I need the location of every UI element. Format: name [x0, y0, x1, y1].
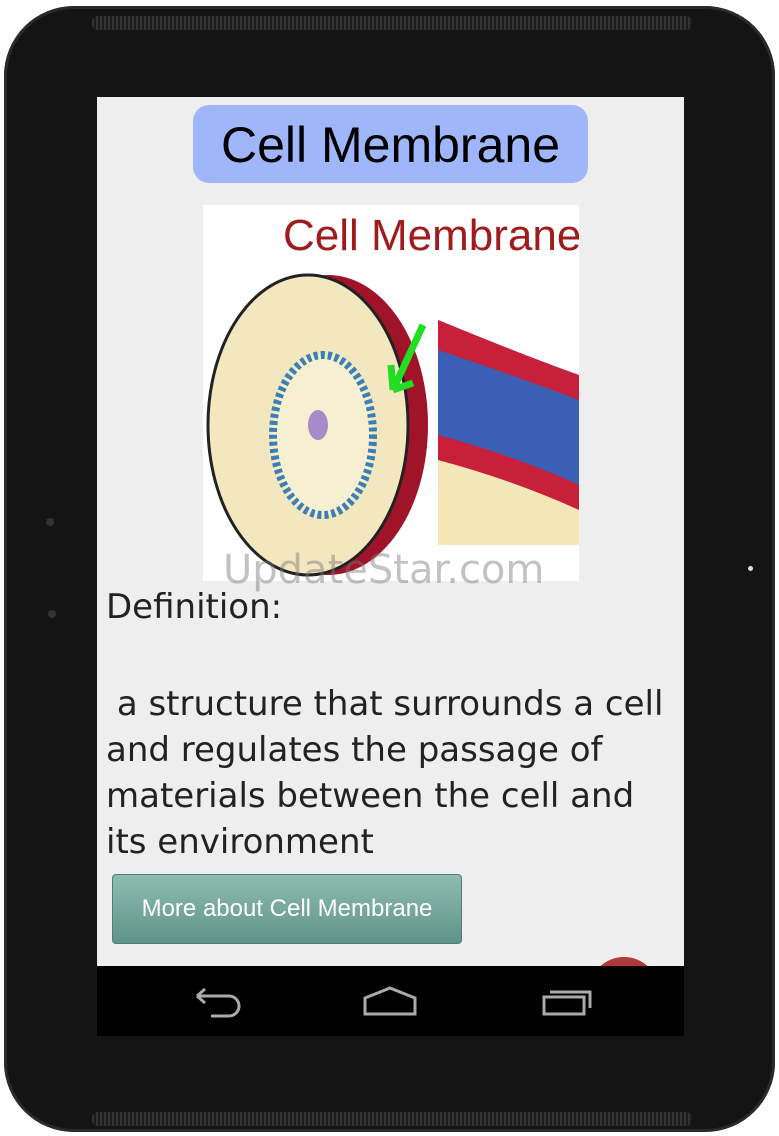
- floating-action-button[interactable]: [589, 957, 659, 966]
- speaker-grille: [92, 16, 692, 30]
- sensor-icon: [48, 610, 56, 618]
- more-about-button[interactable]: More about Cell Membrane: [112, 874, 462, 944]
- app-screen: Cell Membrane Cell Membrane UpdateStar.c…: [97, 97, 684, 966]
- back-icon[interactable]: [189, 984, 249, 1018]
- watermark: UpdateStar.com: [223, 547, 545, 593]
- cell-membrane-image: Cell Membrane: [203, 205, 581, 581]
- home-icon[interactable]: [361, 984, 421, 1018]
- image-heading: Cell Membrane: [283, 211, 579, 260]
- definition-label: Definition:: [106, 587, 283, 627]
- page-title: Cell Membrane: [193, 105, 588, 183]
- navigation-bar: [97, 966, 684, 1036]
- definition-text: a structure that surrounds a cell and re…: [106, 684, 664, 862]
- recents-icon[interactable]: [540, 984, 600, 1018]
- sensor-icon: [46, 518, 54, 526]
- speaker-grille: [92, 1112, 692, 1126]
- camera-icon: [748, 566, 753, 571]
